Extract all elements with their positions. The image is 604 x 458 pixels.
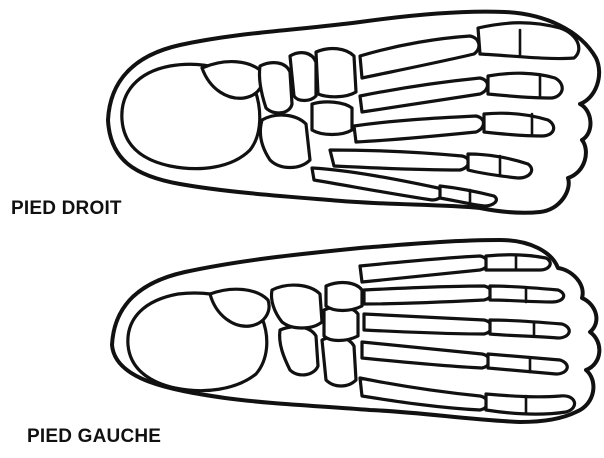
- right-cuneiform-3: [312, 102, 352, 135]
- right-cuboid: [260, 115, 310, 167]
- left-navicular: [280, 327, 318, 375]
- left-toe-3: [490, 320, 569, 338]
- left-metatarsal-2: [362, 342, 490, 368]
- left-metatarsal-1: [360, 378, 488, 410]
- right-cuneiform-1: [290, 53, 316, 101]
- right-metatarsal-5: [312, 168, 442, 200]
- right-toe-2: [488, 73, 562, 98]
- right-toe-3: [484, 113, 554, 136]
- left-toe-2: [488, 354, 567, 374]
- left-toe-1: [486, 394, 575, 414]
- right-foot-drawing: [108, 12, 599, 213]
- left-metatarsal-4: [364, 286, 492, 304]
- left-cuneiform-1: [322, 337, 356, 386]
- left-metatarsal-5: [360, 256, 488, 282]
- right-navicular: [259, 63, 292, 113]
- label-left-foot: PIED GAUCHE: [27, 426, 161, 448]
- left-cuneiform-3: [326, 283, 362, 311]
- right-toe-5: [440, 186, 496, 206]
- right-metatarsal-1: [360, 36, 479, 78]
- left-metatarsal-3: [364, 314, 492, 334]
- left-foot-drawing: [112, 240, 599, 422]
- label-right-foot: PIED DROIT: [11, 198, 122, 220]
- right-cuneiform-2: [316, 49, 356, 97]
- left-cuboid: [271, 285, 322, 328]
- right-toe-1: [478, 23, 579, 59]
- right-metatarsal-3: [354, 116, 484, 142]
- right-metatarsal-4: [330, 150, 469, 170]
- right-metatarsal-2: [360, 78, 488, 112]
- left-toe-5: [486, 255, 550, 270]
